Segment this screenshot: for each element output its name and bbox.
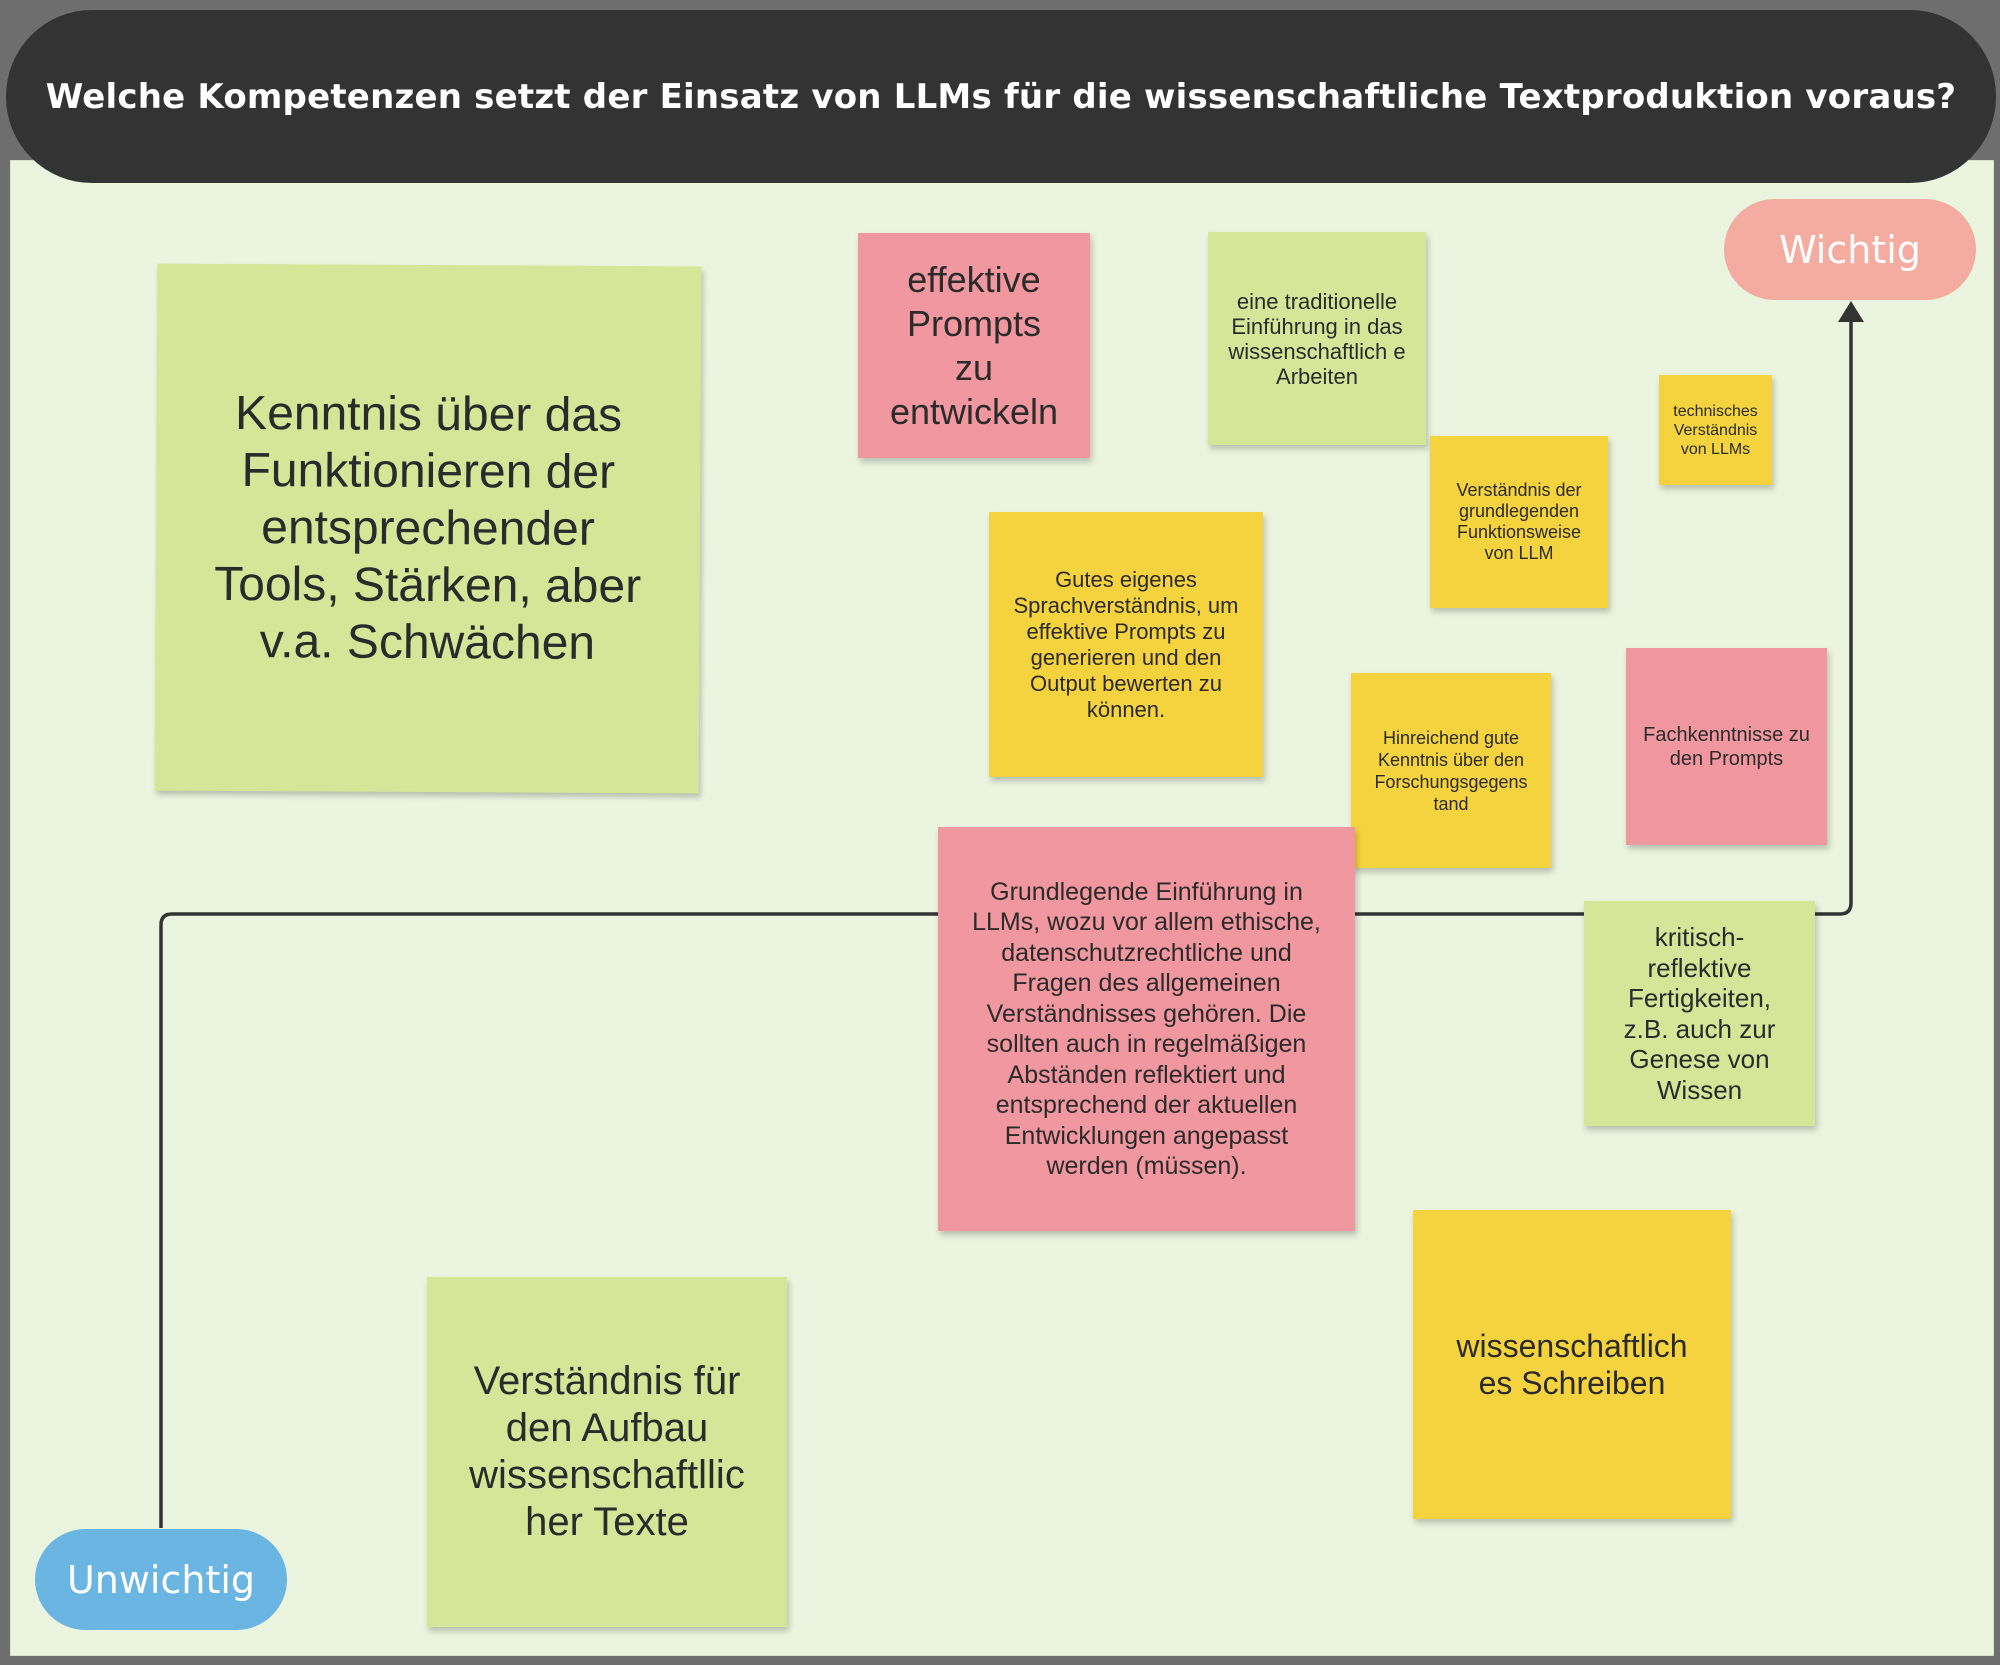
sticky-note-wissenschaftliches-schreiben[interactable]: wissenschaftlich es Schreiben (1413, 1210, 1731, 1519)
sticky-note-aufbau-texte[interactable]: Verständnis für den Aufbau wissenschaftl… (427, 1277, 787, 1627)
axis-label-unwichtig-text: Unwichtig (66, 1557, 256, 1602)
board-title: Welche Kompetenzen setzt der Einsatz von… (45, 76, 1957, 117)
sticky-note-fachkenntnisse[interactable]: Fachkenntnisse zu den Prompts (1626, 648, 1827, 845)
sticky-note-effektive-prompts[interactable]: effektive Prompts zu entwickeln (858, 233, 1090, 458)
sticky-note-grundlegende-einfuehrung[interactable]: Grundlegende Einführung in LLMs, wozu vo… (938, 827, 1355, 1231)
sticky-note-traditionelle-einfuehrung[interactable]: eine traditionelle Einführung in das wis… (1208, 232, 1426, 445)
sticky-note-funktionsweise-llm[interactable]: Verständnis der grundlegenden Funktionsw… (1430, 436, 1608, 608)
sticky-note-text: Verständnis für den Aufbau wissenschaftl… (469, 1359, 745, 1544)
sticky-note-forschungsgegenstand[interactable]: Hinreichend gute Kenntnis über den Forsc… (1351, 673, 1551, 868)
board-header: Welche Kompetenzen setzt der Einsatz von… (6, 10, 1996, 183)
axis-label-wichtig[interactable]: Wichtig (1724, 199, 1976, 300)
sticky-note-technisches-verstaendnis[interactable]: technisches Verständnis von LLMs (1659, 375, 1772, 485)
sticky-note-text: technisches Verständnis von LLMs (1673, 402, 1758, 458)
sticky-note-text: kritisch-reflektive Fertigkeiten, z.B. a… (1623, 922, 1776, 1105)
sticky-note-text: wissenschaftlich es Schreiben (1456, 1327, 1688, 1401)
sticky-note-text: Grundlegende Einführung in LLMs, wozu vo… (972, 877, 1321, 1181)
axis-label-wichtig-text: Wichtig (1779, 227, 1921, 272)
sticky-note-text: Verständnis der grundlegenden Funktionsw… (1456, 480, 1582, 563)
sticky-note-sprachverstaendnis[interactable]: Gutes eigenes Sprachverständnis, um effe… (989, 512, 1263, 777)
sticky-note-text: effektive Prompts zu entwickeln (889, 258, 1059, 432)
sticky-note-text: Fachkenntnisse zu den Prompts (1643, 723, 1810, 770)
sticky-note-kritisch-reflektiv[interactable]: kritisch-reflektive Fertigkeiten, z.B. a… (1584, 901, 1815, 1126)
sticky-note-text: Kenntnis über das Funktionieren der ents… (214, 386, 642, 670)
sticky-note-text: Hinreichend gute Kenntnis über den Forsc… (1374, 727, 1528, 814)
sticky-note-tool-kenntnis[interactable]: Kenntnis über das Funktionieren der ents… (154, 263, 702, 794)
sticky-note-text: Gutes eigenes Sprachverständnis, um effe… (1013, 566, 1239, 722)
axis-label-unwichtig[interactable]: Unwichtig (35, 1529, 287, 1630)
sticky-note-text: eine traditionelle Einführung in das wis… (1228, 288, 1406, 389)
